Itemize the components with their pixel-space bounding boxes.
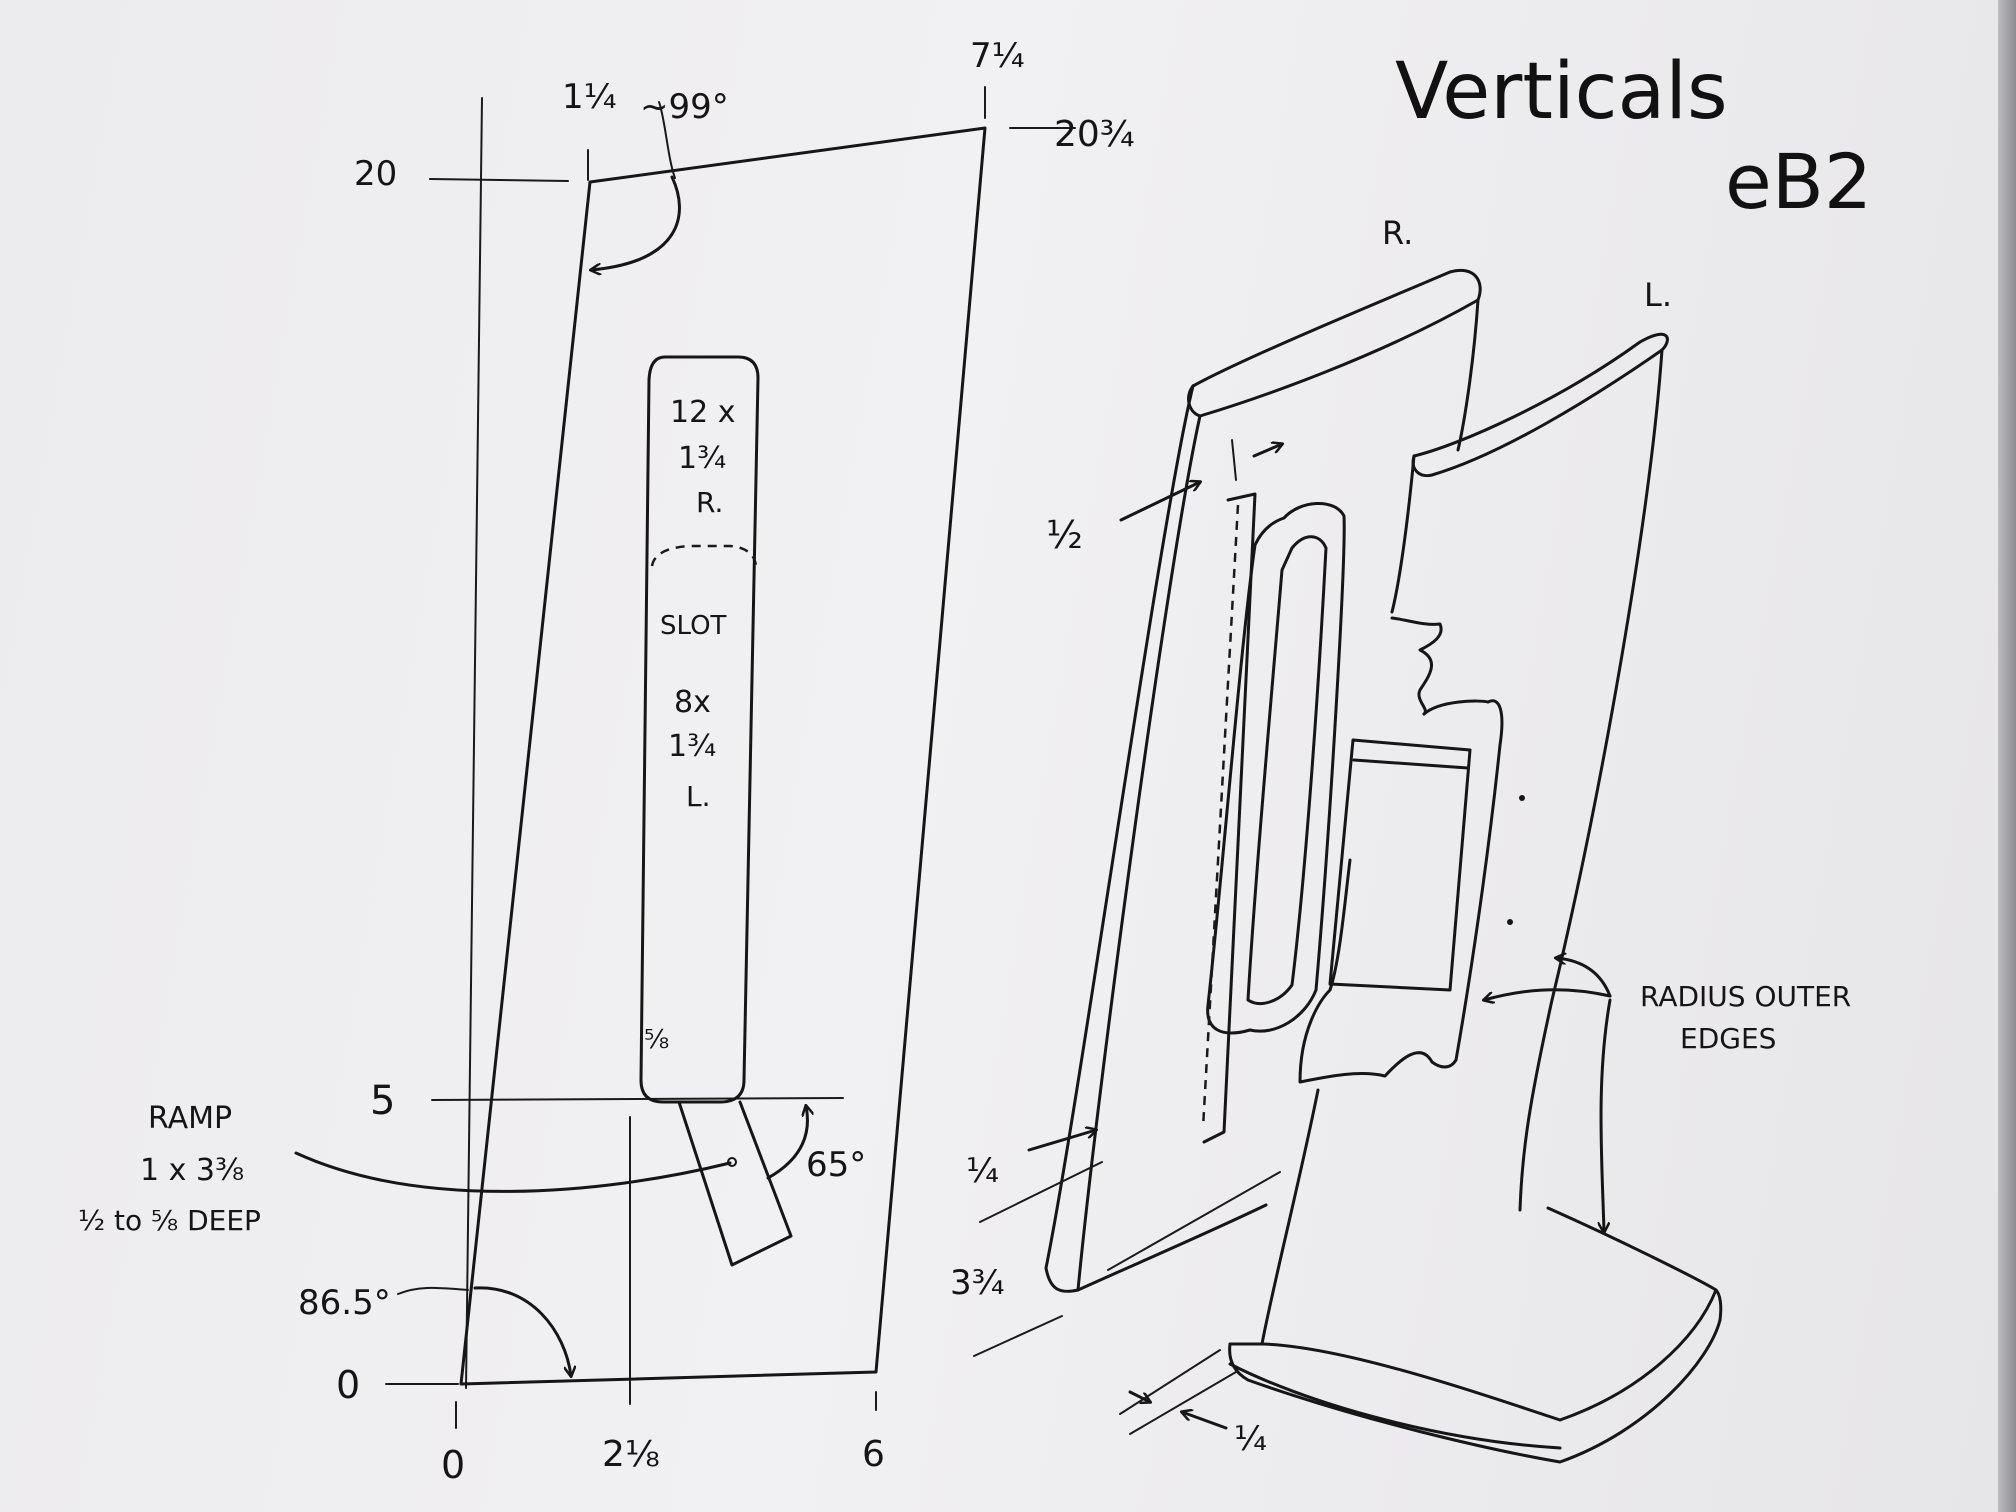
dimension-line-3-3-4-b bbox=[979, 1161, 1103, 1223]
slot-top-line-2: 1¾ bbox=[678, 441, 726, 476]
label-quarter-inch-bottom: ¼ bbox=[1234, 1419, 1267, 1459]
slot-bottom-line-4: L. bbox=[686, 780, 711, 813]
slot-bottom-line-3: 1¾ bbox=[668, 729, 716, 764]
slot-bottom-line-2: 8x bbox=[674, 685, 711, 720]
label-radius-line-2: EDGES bbox=[1680, 1022, 1776, 1055]
slot-outline bbox=[639, 355, 760, 1104]
label-right-panel: R. bbox=[1382, 214, 1413, 252]
half-inch-arrow-top bbox=[1252, 444, 1282, 458]
dimension-line-3-3-4-c bbox=[973, 1315, 1063, 1357]
bottom-angle-arc bbox=[473, 1286, 571, 1376]
ramp-outline bbox=[677, 1100, 793, 1267]
right-panel-left-edge bbox=[1044, 384, 1195, 1293]
base-dimension-line-a bbox=[1119, 1349, 1221, 1415]
left-panel-right-edge bbox=[1518, 348, 1664, 1212]
mark-5 bbox=[431, 1097, 844, 1101]
label-ramp-angle: 65° bbox=[806, 1145, 866, 1185]
left-panel-slot-face bbox=[1328, 738, 1472, 992]
label-bottom-angle: 86.5° bbox=[298, 1283, 391, 1323]
label-left-panel: L. bbox=[1644, 276, 1672, 314]
table-edge bbox=[1998, 0, 2016, 1512]
top-angle-leader bbox=[658, 101, 676, 179]
base-top-face bbox=[1260, 1206, 1718, 1422]
slot-top-line-1: 12 x bbox=[670, 395, 735, 430]
left-reference-line bbox=[465, 97, 483, 1389]
base-bottom-edge bbox=[1228, 1362, 1562, 1450]
ramp-leader bbox=[294, 1151, 732, 1193]
slot-divider-dashed bbox=[650, 544, 758, 567]
mark-20 bbox=[429, 178, 569, 182]
iso-view-drawing bbox=[973, 269, 1723, 1464]
label-0-bottom: 0 bbox=[441, 1443, 465, 1487]
bottom-angle-leader bbox=[397, 1286, 469, 1295]
vertical-board-outline bbox=[459, 126, 987, 1386]
quarter-inch-arrow-bottom-a bbox=[1128, 1390, 1150, 1402]
subtitle: eB2 bbox=[1725, 137, 1872, 226]
ramp-line-3: ½ to ⅝ DEEP bbox=[78, 1204, 261, 1237]
break-line-upper bbox=[1390, 616, 1443, 716]
half-inch-arrow bbox=[1119, 482, 1200, 522]
label-3-3-4: 3¾ bbox=[950, 1263, 1005, 1303]
quarter-inch-arrow-bottom-b bbox=[1182, 1412, 1228, 1430]
slot-strip-outline bbox=[1202, 492, 1257, 1144]
label-half-inch: ½ bbox=[1046, 513, 1083, 557]
title: Verticals bbox=[1395, 47, 1728, 137]
left-panel-cutout bbox=[1298, 699, 1504, 1084]
label-20-3-4: 20¾ bbox=[1054, 114, 1135, 155]
right-panel-handle-outer bbox=[1206, 502, 1346, 1035]
side-view-drawing bbox=[294, 86, 1076, 1429]
base-dimension-line-b bbox=[1129, 1371, 1237, 1435]
dimension-line-3-3-4-a bbox=[1107, 1171, 1281, 1271]
base-front-edge bbox=[1228, 1318, 1722, 1464]
quarter-inch-arrow-mid bbox=[1027, 1130, 1096, 1152]
slot-strip-dashed bbox=[1201, 504, 1240, 1129]
slot-top-label: 12 x 1¾ R. bbox=[670, 395, 735, 519]
label-5: 5 bbox=[370, 1078, 395, 1124]
label-quarter-inch-mid: ¼ bbox=[966, 1151, 999, 1191]
slot-bottom-label: SLOT 8x 1¾ L. bbox=[660, 611, 727, 813]
left-panel-top-front bbox=[1412, 332, 1669, 458]
slot-bottom-line-1: SLOT bbox=[660, 611, 727, 641]
label-7-1-4: 7¼ bbox=[970, 36, 1025, 76]
label-6: 6 bbox=[862, 1434, 885, 1475]
ramp-line-1: RAMP bbox=[148, 1101, 232, 1136]
label-top-angle: ~99° bbox=[640, 87, 729, 127]
label-20: 20 bbox=[354, 154, 397, 194]
left-panel-slot-inner bbox=[1352, 758, 1470, 770]
ramp-label: RAMP 1 x 3⅜ ½ to ⅝ DEEP bbox=[78, 1101, 261, 1237]
screw-hole bbox=[1519, 795, 1525, 801]
left-panel-lower-left-edge bbox=[1260, 1088, 1320, 1346]
screw-hole bbox=[1507, 919, 1513, 925]
base-right-corner bbox=[1714, 1288, 1723, 1322]
right-panel-top-front bbox=[1191, 269, 1482, 388]
right-panel-top-face bbox=[1187, 298, 1480, 418]
slot-top-line-3: R. bbox=[696, 486, 723, 519]
right-panel-right-edge bbox=[1456, 298, 1480, 452]
left-panel-left-edge-top bbox=[1390, 454, 1416, 614]
label-radius-line-1: RADIUS OUTER bbox=[1640, 980, 1851, 1013]
radius-leader-2 bbox=[1484, 988, 1612, 1000]
label-1-1-4: 1¼ bbox=[562, 77, 617, 117]
label-2-1-8: 2⅛ bbox=[602, 1434, 660, 1475]
ramp-line-2: 1 x 3⅜ bbox=[140, 1153, 244, 1188]
left-panel-top-face bbox=[1411, 348, 1664, 478]
radius-leader-3 bbox=[1601, 998, 1612, 1232]
top-angle-arc bbox=[591, 175, 681, 270]
right-panel-bottom-edge bbox=[1076, 1203, 1268, 1292]
right-panel-inner-edge bbox=[1076, 414, 1202, 1292]
half-inch-tick bbox=[1231, 439, 1237, 481]
ramp-angle-arc bbox=[766, 1106, 807, 1180]
right-panel-handle-inner bbox=[1246, 535, 1328, 1005]
slot-small-dimension: ⅝ bbox=[644, 1025, 669, 1055]
radius-leader-1 bbox=[1556, 958, 1612, 998]
label-0-left: 0 bbox=[336, 1363, 360, 1407]
